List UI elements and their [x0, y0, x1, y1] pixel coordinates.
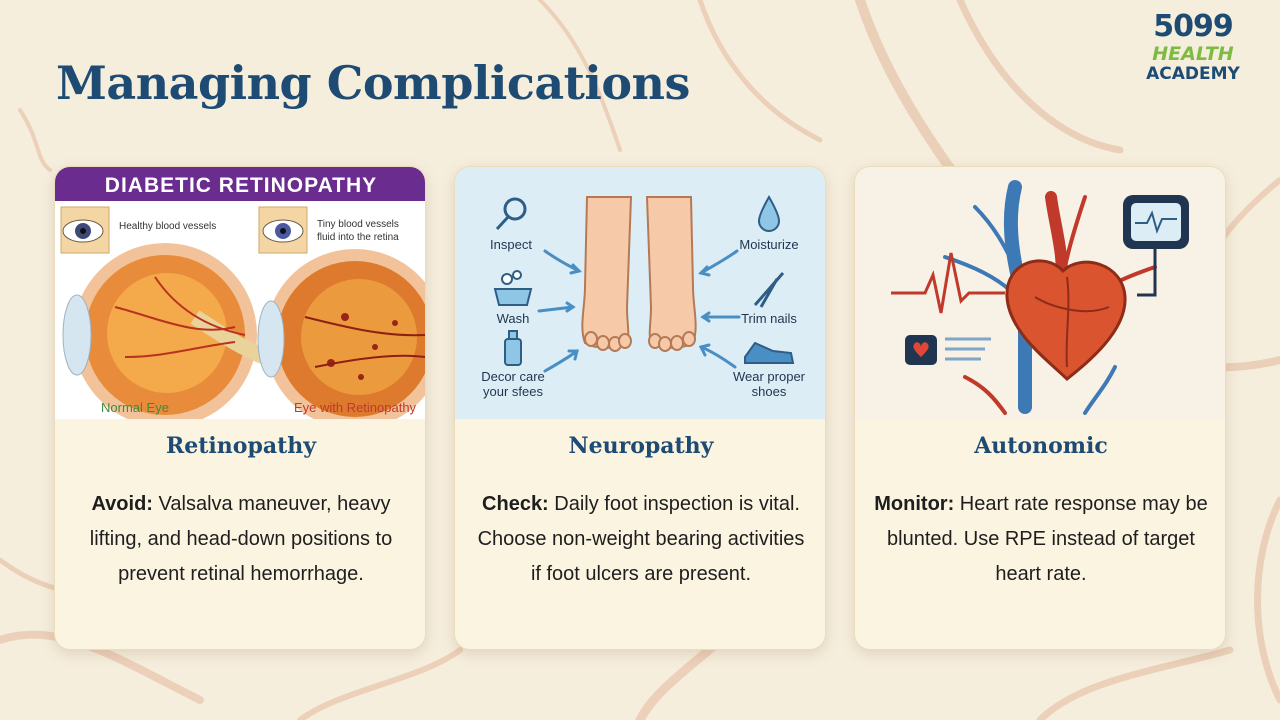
retinopathy-title: Retinopathy	[165, 433, 317, 459]
retinopathy-banner	[55, 167, 425, 201]
nail-clipper-icon	[753, 272, 785, 308]
heart-rate-chart-icon	[905, 335, 991, 365]
decor-label-2: your sfees	[483, 384, 543, 399]
banner-text: DIABETIC RETINOPATHY	[105, 174, 377, 197]
ecg-line	[891, 252, 1005, 314]
water-drop-icon	[757, 194, 781, 232]
autonomic-title: Autonomic	[974, 433, 1108, 459]
leak-label-1: Tiny blood vessels	[317, 219, 399, 230]
brand-logo: 5099 HEALTH ACADEMY	[1128, 10, 1258, 96]
normal-eye-caption: Normal Eye	[101, 400, 169, 415]
inspect-label: Inspect	[490, 237, 532, 252]
wash-label: Wash	[497, 311, 530, 326]
feet-illustration	[581, 196, 697, 352]
normal-eye-cross-section	[62, 243, 298, 419]
retinopathy-text: Valsalva maneuver, heavy lifting, and he…	[89, 493, 393, 585]
decor-label-1: Decor care	[481, 369, 545, 384]
page-title: Managing Complications	[56, 56, 690, 110]
autonomic-text: Heart rate response may be blunted. Use …	[887, 493, 1208, 585]
autonomic-card: Autonomic Monitor: Heart rate response m…	[854, 166, 1226, 650]
retinopathy-card: DIABETIC RETINOPATHY Healthy blood vesse…	[54, 166, 426, 650]
autonomic-illustration	[855, 167, 1225, 419]
neuropathy-title: Neuropathy	[568, 433, 714, 459]
autonomic-lead: Monitor:	[874, 493, 955, 515]
logo-health: HEALTH	[1152, 43, 1234, 65]
neuropathy-illustration: Inspect Wash Decor care your sfees Moist…	[455, 167, 825, 419]
shoe-icon	[744, 341, 795, 364]
heart-icon	[1005, 259, 1127, 382]
neuropathy-description: Check: Daily foot inspection is vital. C…	[473, 487, 809, 592]
magnifier-icon	[495, 197, 527, 231]
retinopathy-description: Avoid: Valsalva maneuver, heavy lifting,…	[73, 487, 409, 592]
retinopathy-eye-caption: Eye with Retinopathy	[294, 400, 417, 415]
shoes-label-2: shoes	[752, 384, 787, 399]
arrow-icons	[537, 249, 741, 373]
retinopathy-lead: Avoid:	[91, 493, 153, 515]
neuropathy-lead: Check:	[482, 493, 549, 515]
neuropathy-card: Inspect Wash Decor care your sfees Moist…	[454, 166, 826, 650]
wash-basin-icon	[493, 270, 533, 306]
lotion-bottle-icon	[504, 330, 522, 366]
moisturize-label: Moisturize	[739, 237, 798, 252]
retinopathy-illustration: DIABETIC RETINOPATHY Healthy blood vesse…	[55, 167, 425, 419]
logo-academy: ACADEMY	[1146, 64, 1240, 84]
autonomic-description: Monitor: Heart rate response may be blun…	[873, 487, 1209, 592]
leak-label-2: fluid into the retina	[317, 232, 399, 243]
heart-monitor-icon	[1123, 195, 1189, 297]
logo-number: 5099	[1153, 9, 1234, 44]
trim-label: Trim nails	[741, 311, 797, 326]
retinopathy-eye-cross-section	[257, 249, 425, 419]
shoes-label-1: Wear proper	[733, 369, 806, 384]
healthy-vessels-label: Healthy blood vessels	[119, 221, 216, 232]
neuropathy-text: Daily foot inspection is vital. Choose n…	[477, 493, 805, 585]
